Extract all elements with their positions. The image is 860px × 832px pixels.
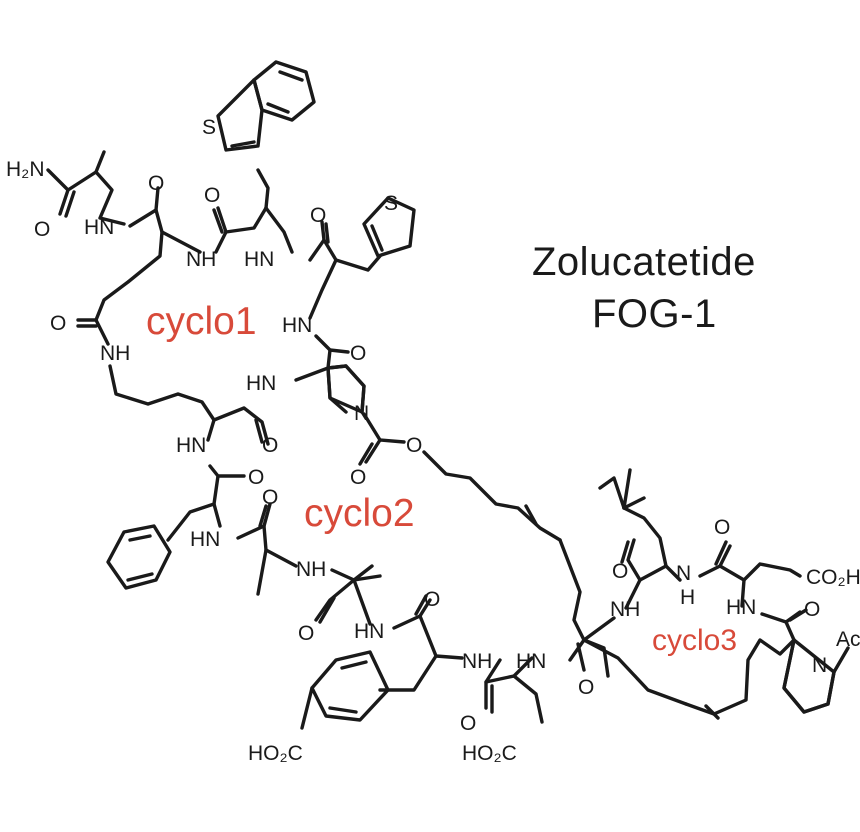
atom-label-o: O [714,516,730,539]
atom-label-o: O [406,434,422,457]
atom-label-nh: NH [462,650,492,673]
cyclo3-label: cyclo3 [652,624,737,657]
atom-label-o: O [248,466,264,489]
atom-label-nh: NH [100,342,130,365]
atom-labels: H₂N O HN O NH O HN S O S O NH HN O HN N … [6,116,860,765]
aromatic-rings [106,60,836,730]
atom-label-hn: HN [282,314,312,337]
atom-label-o: O [612,560,628,583]
atom-label-o: O [298,622,314,645]
atom-label-n: N [812,654,827,677]
macrocycle-labels: cyclo1 cyclo2 cyclo3 [146,300,737,657]
atom-label-ho2c: HO₂C [248,742,303,765]
atom-label-o: O [262,434,278,457]
atom-label-s: S [384,192,398,215]
atom-label-nh: NH [296,558,326,581]
atom-label-hn: HN [516,650,546,673]
atom-label-o: O [310,204,326,227]
atom-label-hn: HN [726,596,756,619]
cyclo1-label: cyclo1 [146,300,257,343]
atom-label-o: O [262,486,278,509]
atom-label-o: O [460,712,476,735]
compound-code: FOG-1 [592,292,717,336]
atom-label-o: O [148,172,164,195]
atom-label-hn: HN [246,372,276,395]
atom-label-o: O [804,598,820,621]
atom-label-nh: NH [186,248,216,271]
atom-label-nh: NH [610,598,640,621]
atom-label-hn: HN [84,216,114,239]
atom-label-hn: HN [190,528,220,551]
atom-label-s: S [202,116,216,139]
atom-label-ho2c: HO₂C [462,742,517,765]
atom-label-o: O [578,676,594,699]
atom-label-ac: Ac [836,628,860,651]
atom-label-o: O [50,312,66,335]
atom-label-co2h: CO₂H [806,566,860,589]
atom-label-o: O [424,588,440,611]
atom-label-o: O [34,218,50,241]
cyclo2-label: cyclo2 [304,492,415,535]
atom-label-h: H [680,586,695,609]
atom-label-h2n: H₂N [6,158,44,181]
atom-label-o: O [204,184,220,207]
atom-label-hn: HN [244,248,274,271]
compound-name: Zolucatetide [532,240,756,284]
atom-label-n: N [354,402,369,425]
atom-label-hn: HN [354,620,384,643]
atom-label-o: O [350,466,366,489]
atom-label-o: O [350,342,366,365]
atom-label-n: N [676,562,691,585]
atom-label-hn: HN [176,434,206,457]
